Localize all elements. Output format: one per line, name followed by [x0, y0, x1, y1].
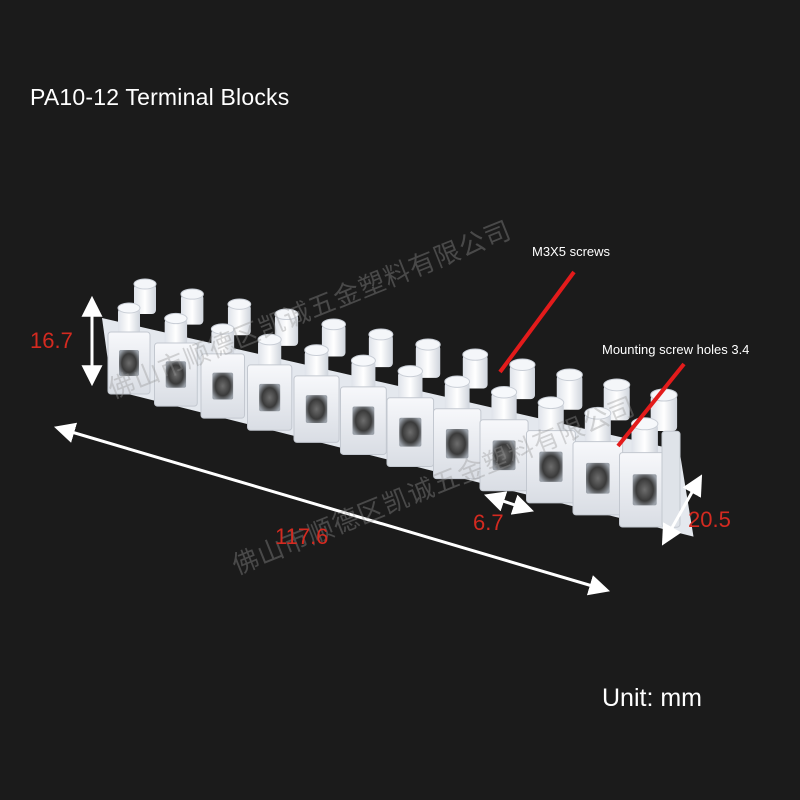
depth-dimension-label: 20.5: [688, 507, 731, 532]
wire-entry-hole: [165, 361, 187, 388]
rear-post-top: [603, 378, 631, 392]
wire-entry-hole: [259, 383, 281, 412]
rear-post-top: [321, 318, 346, 331]
front-post-top: [304, 344, 329, 356]
rear-post-top: [227, 298, 252, 310]
terminal-segment: [154, 288, 204, 407]
screw-leader-line: [498, 270, 576, 374]
wire-entry-hole: [399, 417, 422, 447]
unit-label: Unit: mm: [602, 684, 702, 712]
terminal-segment: [200, 298, 252, 419]
front-screw-post: [258, 339, 282, 372]
screws-annotation: M3X5 screws: [532, 244, 611, 259]
rear-post-top: [133, 278, 157, 290]
front-post-top: [257, 333, 282, 346]
front-post-top: [210, 323, 235, 335]
wire-entry-hole: [352, 406, 375, 435]
rear-post-top: [180, 288, 204, 300]
terminal-segment: [107, 278, 157, 395]
front-screw-post: [631, 423, 658, 460]
terminal-segment: [293, 318, 346, 443]
terminal-segment: [619, 388, 678, 528]
front-screw-post: [164, 318, 188, 350]
front-post-top: [444, 375, 471, 388]
rear-post-top: [415, 338, 441, 351]
rear-post-top: [509, 358, 536, 371]
strip-end-cap: [661, 430, 681, 528]
rear-post-top: [556, 368, 583, 382]
front-screw-post: [444, 381, 470, 416]
front-post-top: [537, 396, 565, 410]
depth-arrow: [661, 474, 703, 546]
front-screw-post: [211, 329, 235, 361]
front-screw-post: [304, 350, 329, 383]
front-post-top: [584, 406, 612, 420]
terminal-segment: [340, 328, 394, 455]
mounting-holes-annotation: Mounting screw holes 3.4: [602, 342, 750, 357]
rear-post-top: [368, 328, 394, 341]
pitch-dimension-label: 6.7: [473, 510, 504, 535]
pitch-arrow: [484, 491, 534, 515]
length-arrow: [53, 422, 611, 596]
page-title: PA10-12 Terminal Blocks: [30, 84, 290, 110]
front-post-top: [164, 312, 188, 325]
wire-entry-hole: [305, 395, 328, 424]
terminal-segment: [247, 308, 299, 431]
rear-post-top: [274, 308, 299, 321]
rear-post-top: [462, 348, 489, 361]
length-dimension-label: 117.6: [275, 524, 329, 549]
wire-entry-hole: [119, 350, 139, 376]
terminal-segment: [386, 338, 441, 468]
wire-entry-hole: [212, 372, 234, 400]
front-screw-post: [491, 392, 517, 427]
front-post-top: [490, 385, 518, 399]
wire-entry-hole: [632, 474, 657, 506]
front-screw-post: [351, 360, 376, 394]
wire-entry-hole: [586, 462, 610, 494]
front-screw-post: [398, 371, 423, 405]
mounting-hole-leader-line: [616, 362, 686, 448]
front-screw-post: [118, 308, 140, 338]
front-post-top: [397, 365, 423, 378]
front-post-top: [350, 354, 376, 367]
height-dimension-label: 16.7: [30, 328, 73, 353]
front-post-top: [117, 302, 141, 314]
